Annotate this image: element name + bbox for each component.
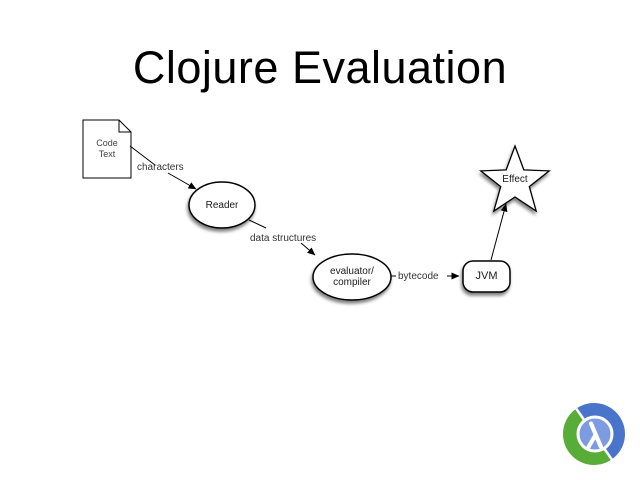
evaluator-label-line1: evaluator/ bbox=[330, 266, 374, 277]
edge-label-data-structures: data structures bbox=[250, 233, 317, 244]
evaluator-compiler-ellipse-shape bbox=[312, 253, 392, 301]
clojure-logo bbox=[563, 403, 625, 465]
clojure-logo-lambda bbox=[586, 421, 604, 450]
evaluator-label-line2: compiler bbox=[333, 277, 371, 288]
edge-codetext-characters-line bbox=[129, 145, 156, 166]
jvm-label: JVM bbox=[475, 270, 498, 282]
edge-reader-datastructures-line bbox=[248, 219, 267, 229]
effect-label: Effect bbox=[502, 174, 528, 185]
code-text-label: Code Text bbox=[85, 138, 129, 160]
edge-label-characters: characters bbox=[137, 162, 184, 173]
edge-jvm-effect-arrow bbox=[490, 203, 508, 261]
evaluator-compiler-label: evaluator/ compiler bbox=[312, 266, 392, 288]
edge-label-bytecode: bytecode bbox=[398, 271, 439, 282]
reader-label: Reader bbox=[205, 200, 239, 211]
edge-characters-reader-arrow bbox=[167, 172, 197, 190]
code-text-document-shape bbox=[82, 119, 132, 179]
edge-datastructures-evaluator-arrow bbox=[300, 242, 316, 256]
effect-star-shape bbox=[479, 144, 551, 213]
reader-ellipse-shape bbox=[188, 181, 256, 229]
jvm-box-shape bbox=[462, 260, 511, 293]
code-text-label-line1: Code bbox=[96, 138, 118, 148]
page-title: Clojure Evaluation bbox=[132, 42, 508, 93]
code-text-label-line2: Text bbox=[98, 149, 116, 159]
